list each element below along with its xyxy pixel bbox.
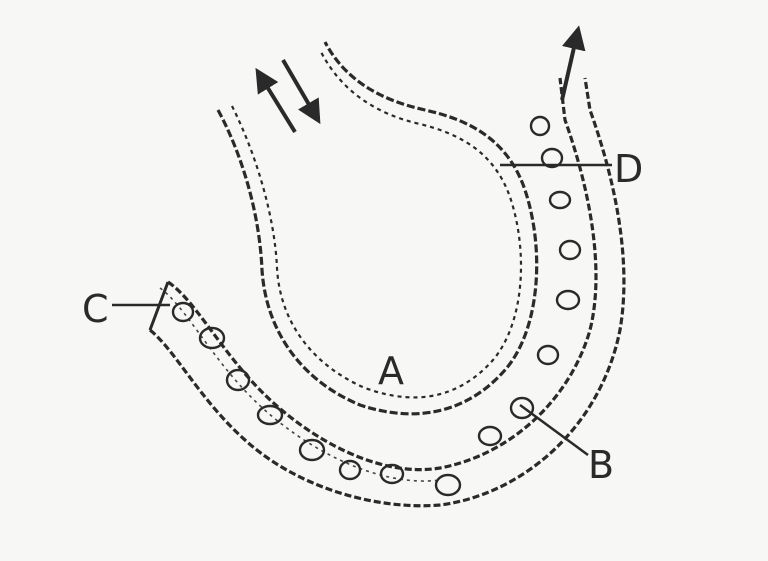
label-a: A (378, 349, 404, 393)
label-c: C (82, 287, 109, 331)
leader-line-b (520, 405, 588, 455)
outflow-arrow (562, 30, 578, 100)
gas-exchange-arrows (258, 60, 318, 132)
capillary-tube (150, 78, 624, 506)
label-b: B (588, 443, 614, 487)
label-d: D (614, 147, 643, 191)
